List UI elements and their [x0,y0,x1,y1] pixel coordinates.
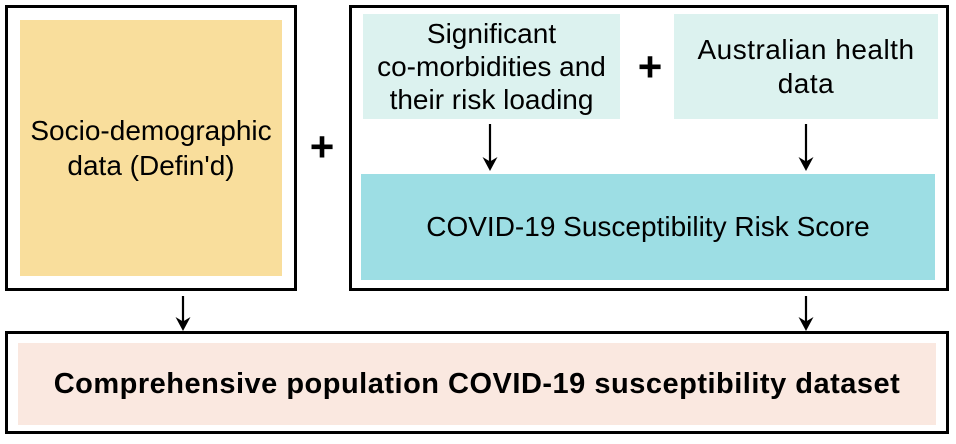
australian-health-label: Australian health data [697,33,914,101]
australian-health-line-2: data [777,67,835,99]
dataset-label: Comprehensive population COVID-19 suscep… [53,367,901,400]
plus-operator-main: + [309,123,335,170]
socio-demographic-line-2: data (Defin'd) [67,150,235,181]
down-arrow-icon [175,296,191,331]
risk-score-label: COVID-19 Susceptibility Risk Score [426,211,870,242]
risk-score-panel: Significant co-morbidities and their ris… [349,5,949,291]
down-arrow-icon [482,124,498,171]
australian-health-line-1: Australian health [697,33,915,65]
dataset-box: Comprehensive population COVID-19 suscep… [18,343,936,425]
socio-demographic-line-1: Socio-demographic [30,115,272,146]
comorbidities-line-1: Significant [426,18,557,49]
comorbidities-label: Significant co-morbidities and their ris… [377,17,606,116]
down-arrow-icon [798,124,814,171]
socio-demographic-label: Socio-demographic data (Defin'd) [30,113,271,183]
australian-health-box: Australian health data [674,14,938,119]
dataset-panel: Comprehensive population COVID-19 suscep… [5,331,949,434]
down-arrow-icon [798,296,814,331]
risk-score-box: COVID-19 Susceptibility Risk Score [361,174,935,280]
comorbidities-line-3: their risk loading [389,84,594,115]
socio-demographic-box: Socio-demographic data (Defin'd) [20,20,282,276]
comorbidities-line-2: co-morbidities and [377,51,606,82]
plus-operator-inner: + [637,43,663,90]
comorbidities-box: Significant co-morbidities and their ris… [363,14,620,119]
socio-demographic-panel: Socio-demographic data (Defin'd) [5,5,297,291]
